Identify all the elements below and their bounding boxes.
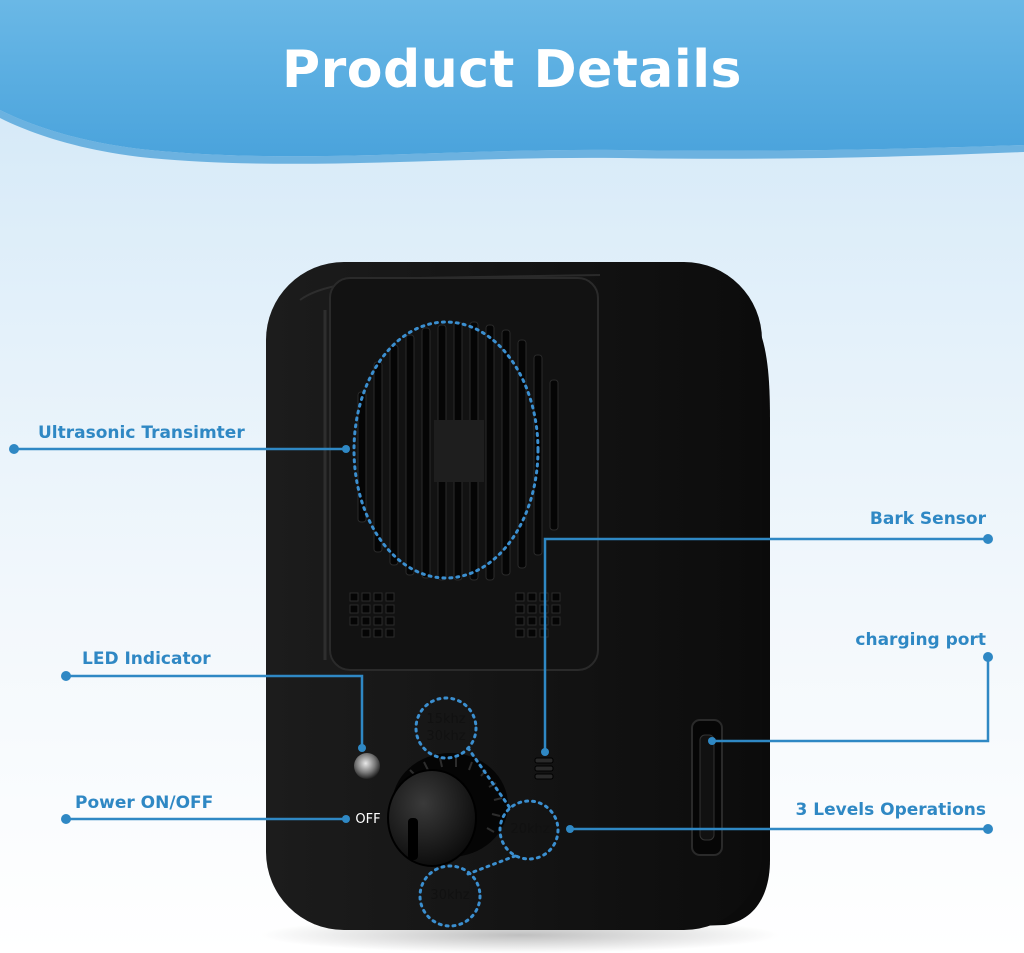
dial-20khz-label: 20khz xyxy=(510,822,550,837)
transmitter-highlight xyxy=(352,320,540,580)
knob-pointer xyxy=(408,818,418,860)
callout-3-levels-operations: 3 Levels Operations xyxy=(795,800,986,820)
callout-charging-port: charging port xyxy=(855,630,986,650)
callout-power-onoff: Power ON/OFF xyxy=(75,793,214,813)
bark-sensor xyxy=(534,757,554,780)
dial-15khz-label: 15khz xyxy=(426,712,466,727)
dial-30khz-label: 30khz xyxy=(430,888,470,903)
dial-30khz-label-top: 30khz xyxy=(426,729,466,744)
dial-off-label: OFF xyxy=(355,812,381,827)
header-banner xyxy=(0,0,1024,164)
page-title: Product Details xyxy=(282,40,742,100)
callout-led-indicator: LED Indicator xyxy=(82,649,211,669)
led-indicator xyxy=(354,753,380,779)
callout-ultrasonic-transmitter: Ultrasonic Transimter xyxy=(38,423,245,443)
power-knob xyxy=(387,769,477,867)
dot-grid-left xyxy=(349,592,395,638)
callout-bark-sensor: Bark Sensor xyxy=(869,509,986,529)
